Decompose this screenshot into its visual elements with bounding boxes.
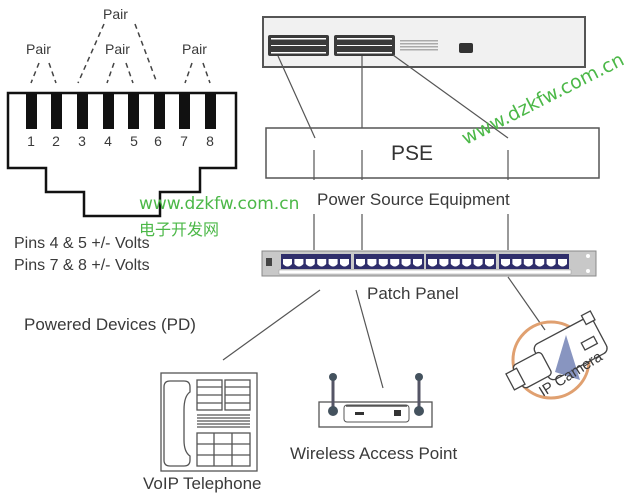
pin-6 xyxy=(154,94,165,129)
ip-camera-icon xyxy=(505,310,608,400)
patch-panel-jack xyxy=(428,259,437,267)
network-switch xyxy=(262,16,586,68)
pin-note-7-8: Pins 7 & 8 +/- Volts xyxy=(14,257,150,274)
pair-top-right xyxy=(134,23,158,84)
pair-1-left xyxy=(30,62,40,84)
pin-number: 7 xyxy=(180,133,188,149)
patch-panel-jack xyxy=(294,259,304,267)
switch-uplink-port xyxy=(459,43,473,53)
patch-panel-jack xyxy=(367,259,377,267)
patch-panel-jack xyxy=(501,259,510,267)
rj45-outline xyxy=(6,91,238,218)
pin-number: 5 xyxy=(130,133,138,149)
patch-panel-jack xyxy=(340,259,349,267)
patch-panel-jack xyxy=(356,259,365,267)
patch-panel-jack xyxy=(283,259,292,267)
pin-number: 2 xyxy=(52,133,60,149)
pin-8 xyxy=(205,94,216,129)
patch-panel-label: Patch Panel xyxy=(367,284,459,303)
pse-title: PSE xyxy=(391,142,434,165)
patch-panel-jack xyxy=(328,259,338,267)
patch-panel-jack xyxy=(439,259,449,267)
pin-7 xyxy=(179,94,190,129)
pin-3 xyxy=(77,94,88,129)
watermark-chinese: 电子开发网 xyxy=(139,220,220,239)
switch-led-grid xyxy=(400,40,438,51)
pair-label-4-5: Pair xyxy=(105,41,130,57)
pair-2-left xyxy=(106,62,115,84)
wireless-access-point-icon xyxy=(318,373,433,428)
patch-panel-jack xyxy=(546,259,556,267)
patch-panel-jack xyxy=(535,259,545,267)
patch-panel-jack xyxy=(378,259,388,267)
patch-panel-jack xyxy=(473,259,483,267)
rj45-pins xyxy=(26,94,216,129)
pin-2 xyxy=(51,94,62,129)
wireless-access-point-label: Wireless Access Point xyxy=(290,444,458,463)
patch-panel-jack xyxy=(401,259,411,267)
pin-number: 8 xyxy=(206,133,214,149)
pair-label-1-2: Pair xyxy=(26,41,51,57)
pair-top-left xyxy=(77,23,105,84)
patch-panel-jack xyxy=(413,259,422,267)
pse-caption: Power Source Equipment xyxy=(317,190,510,209)
pin-number: 3 xyxy=(78,133,86,149)
pin-number: 1 xyxy=(27,133,35,149)
pse-box xyxy=(265,127,600,179)
pair-4-left xyxy=(184,62,193,84)
patch-panel-jack xyxy=(390,259,400,267)
pair-label-top: Pair xyxy=(103,6,128,22)
patch-panel-jack xyxy=(523,259,533,267)
patch-panel-jack xyxy=(317,259,327,267)
pair-dash-lines xyxy=(30,23,211,84)
watermark-horizontal: www.dzkfw.com.cn xyxy=(139,194,300,214)
pin-4 xyxy=(103,94,114,129)
pin-1 xyxy=(26,94,37,129)
patch-panel-jack xyxy=(305,259,315,267)
patch-panel-jack xyxy=(485,259,494,267)
patch-panel-jacks xyxy=(283,259,567,267)
connection-lines xyxy=(222,54,546,389)
pair-label-7-8: Pair xyxy=(182,41,207,57)
pin-number: 4 xyxy=(104,133,112,149)
rj45-connector xyxy=(6,91,238,218)
voip-telephone-icon xyxy=(160,372,258,472)
pair-1-right xyxy=(48,62,57,84)
pin-5 xyxy=(128,94,139,129)
patch-panel-jack xyxy=(512,259,522,267)
powered-devices-heading: Powered Devices (PD) xyxy=(24,315,196,334)
patch-panel-jack xyxy=(450,259,460,267)
pair-2-right xyxy=(125,62,134,84)
patch-panel-jack xyxy=(462,259,472,267)
pin-note-4-5: Pins 4 & 5 +/- Volts xyxy=(14,235,150,252)
patch-panel-jack xyxy=(558,259,567,267)
pair-4-right xyxy=(202,62,211,84)
voip-telephone-label: VoIP Telephone xyxy=(143,474,262,493)
pin-number: 6 xyxy=(154,133,162,149)
